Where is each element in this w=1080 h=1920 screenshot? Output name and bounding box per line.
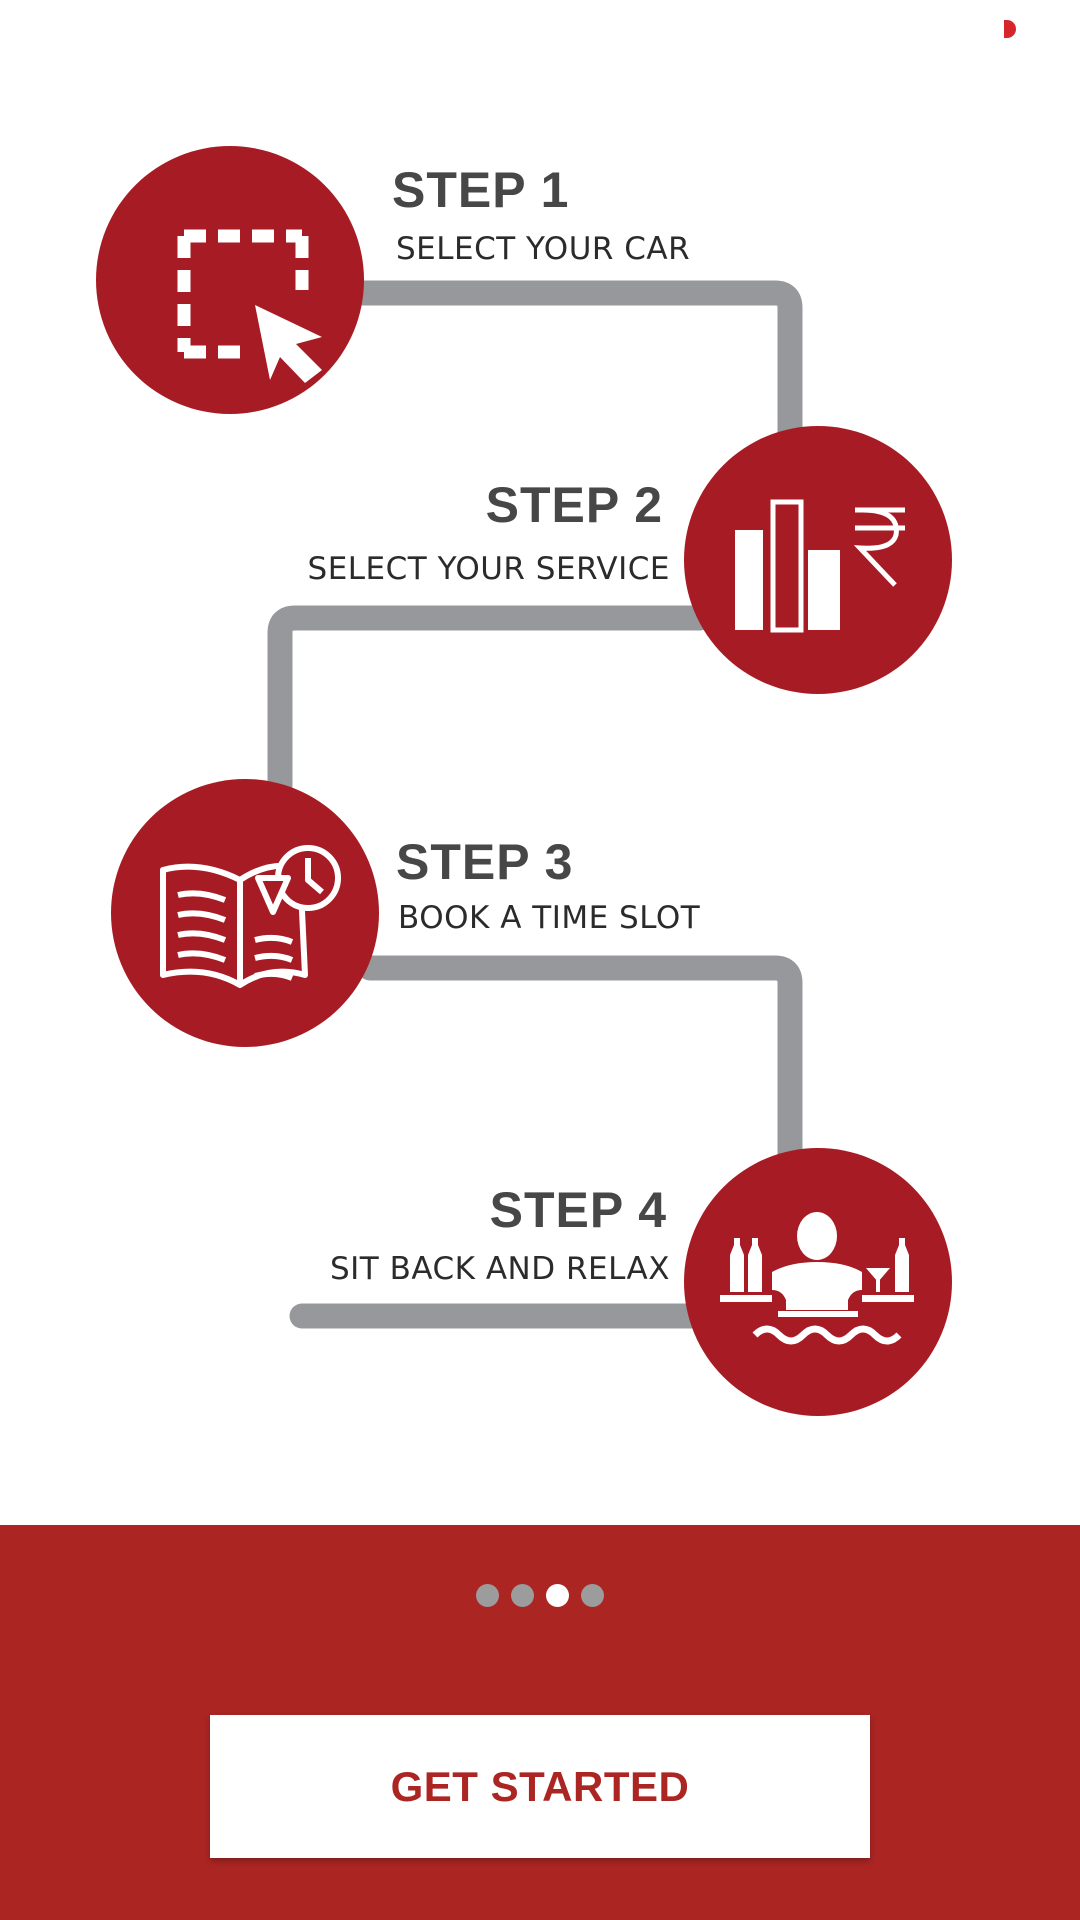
step-3-subtitle: BOOK A TIME SLOT — [398, 900, 701, 936]
page-indicator — [0, 1584, 1080, 1607]
relax-person-icon — [720, 1212, 914, 1345]
page-dot[interactable] — [511, 1584, 534, 1607]
connector-1-2 — [347, 280, 803, 453]
step-3-circle — [111, 779, 379, 1047]
rupee-price-chart-icon — [735, 499, 905, 633]
book-clock-icon — [160, 845, 341, 988]
notification-dot — [1004, 20, 1016, 38]
connector-2-3 — [267, 605, 713, 798]
step-4-subtitle: SIT BACK AND RELAX — [329, 1251, 670, 1287]
get-started-button[interactable]: GET STARTED — [210, 1715, 870, 1858]
steps-illustration: STEP 1 SELECT YOUR CAR STEP 2 SELECT YOU… — [96, 146, 952, 1416]
select-cursor-icon — [177, 229, 322, 383]
step-1-subtitle: SELECT YOUR CAR — [396, 231, 691, 267]
step-2-subtitle: SELECT YOUR SERVICE — [307, 551, 670, 587]
step-2-title: STEP 2 — [485, 477, 663, 533]
step-1-circle — [96, 146, 364, 414]
page-dot[interactable] — [581, 1584, 604, 1607]
step-4-title: STEP 4 — [489, 1182, 667, 1238]
step-2-circle — [684, 426, 952, 694]
page-dot-active[interactable] — [546, 1584, 569, 1607]
step-3-title: STEP 3 — [396, 834, 574, 890]
step-4-circle — [684, 1148, 952, 1416]
steps-path-svg — [96, 146, 952, 1416]
step-1-title: STEP 1 — [392, 162, 570, 218]
page-dot[interactable] — [476, 1584, 499, 1607]
connector-3-4 — [357, 955, 803, 1173]
status-bar — [0, 0, 1080, 60]
